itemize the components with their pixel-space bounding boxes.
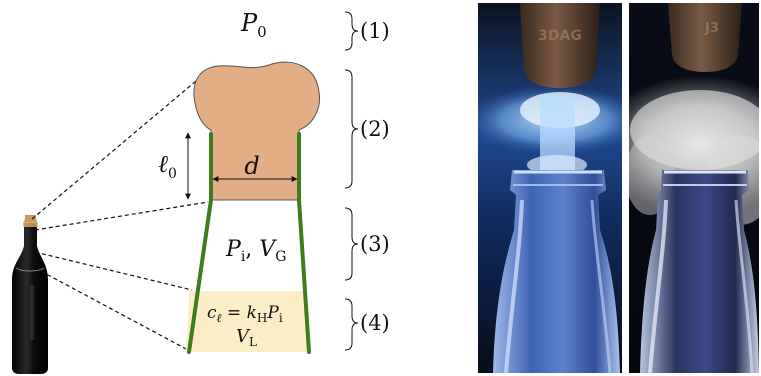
length-label: ℓ0 [158, 150, 177, 182]
zone-label-2: (2) [360, 117, 390, 141]
svg-text:3DAG: 3DAG [538, 28, 582, 44]
liquid-volume-label: VL [236, 326, 257, 349]
brace-4 [344, 298, 359, 351]
liquid-region [185, 291, 309, 352]
henry-law-label: cℓ = kHPi [207, 303, 283, 325]
svg-text:J3: J3 [704, 21, 719, 36]
zone-label-3: (3) [360, 232, 390, 256]
cork-shape [193, 61, 321, 201]
brace-3 [344, 207, 359, 281]
gas-state-label: Pi, VG [225, 237, 286, 265]
zoom-lines [31, 75, 209, 351]
photo-blue-fog: 3DAG [478, 3, 622, 373]
zone-labels: (1) (2) (3) (4) [360, 19, 390, 335]
neck-wall-right [297, 132, 311, 354]
photo-white-fog: J3 [629, 3, 759, 373]
neck-wall-left [187, 132, 213, 354]
champagne-bottle-icon [12, 215, 48, 374]
zone-label-1: (1) [360, 19, 390, 43]
zone-braces [344, 11, 359, 351]
bottle-neck-walls [187, 132, 311, 354]
brace-2 [344, 69, 359, 189]
diameter-label: d [244, 152, 259, 180]
brace-1 [344, 11, 359, 51]
outside-pressure-label: P0 [240, 9, 267, 41]
svg-text:ℓ0: ℓ0 [158, 150, 177, 182]
zone-label-4: (4) [360, 311, 390, 335]
